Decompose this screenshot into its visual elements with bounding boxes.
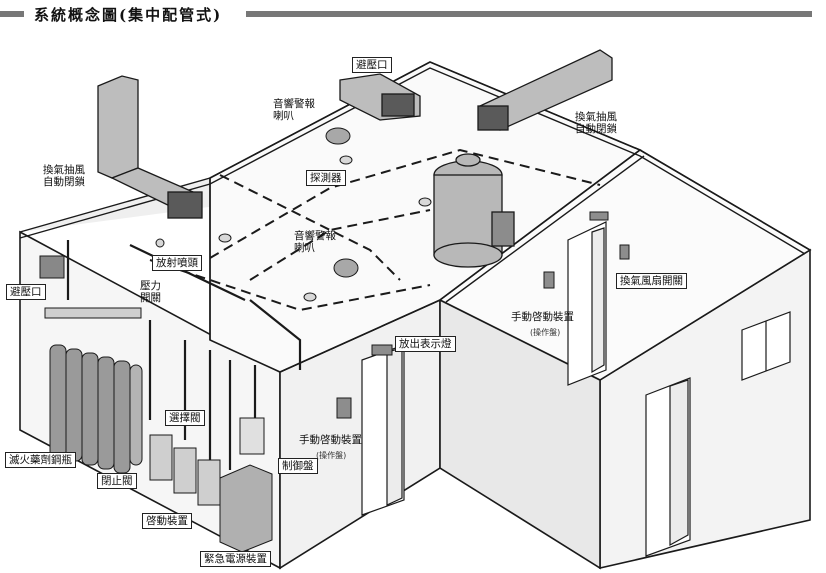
- label-manual-mid: 手動啓動裝置: [299, 434, 362, 446]
- doors: [361, 221, 691, 557]
- label-power-supply: 緊急電源裝置: [200, 551, 271, 567]
- label-nozzle: 放射噴頭: [152, 255, 202, 271]
- control-panel: [239, 417, 265, 455]
- label-manual-mid-sub: (操作盤): [316, 451, 347, 460]
- switch-boxes: [336, 211, 630, 419]
- ceiling-pipe-dashed: [149, 148, 601, 312]
- label-vent-left: 避壓口: [6, 284, 46, 300]
- label-exhaust-left: 換氣抽風 自動閉鎖: [43, 164, 85, 188]
- diagram-title: 系統概念圖(集中配管式): [28, 4, 229, 25]
- wall-tops: [19, 61, 811, 381]
- emergency-power-unit: [219, 464, 273, 553]
- label-manual-right: 手動啓動裝置: [511, 311, 574, 323]
- label-cylinder: 滅火藥劑鋼瓶: [5, 452, 76, 468]
- label-selector-valve: 選擇閥: [165, 410, 205, 426]
- label-shutoff-valve: 閉止閥: [97, 473, 137, 489]
- label-speaker-top: 音響警報 喇叭: [273, 98, 315, 122]
- label-fan-switch: 換氣風扇開關: [616, 273, 687, 289]
- label-vent-top: 避壓口: [352, 57, 392, 73]
- duct-right: [477, 49, 613, 131]
- agent-tank: [433, 153, 515, 268]
- window: [741, 311, 791, 381]
- label-pressure-switch: 壓力 開關: [140, 280, 161, 304]
- label-control-panel: 制御盤: [278, 458, 318, 474]
- label-discharge-lamp: 放出表示燈: [395, 336, 456, 352]
- gas-cylinders: [44, 307, 143, 474]
- label-detector: 探測器: [306, 170, 346, 186]
- duct-top: [339, 73, 421, 121]
- starter-units: [149, 434, 221, 506]
- ceiling-devices: [155, 155, 432, 302]
- duct-left: [97, 75, 203, 219]
- vent-left: [39, 255, 65, 279]
- title-bar-left: [0, 11, 24, 17]
- label-manual-right-sub: (操作盤): [530, 328, 561, 337]
- speaker-horns: [325, 127, 359, 278]
- label-starter: 啓動裝置: [142, 513, 192, 529]
- label-speaker-mid: 音響警報 喇叭: [294, 230, 336, 254]
- title-bar-right: [246, 11, 812, 17]
- label-exhaust-right: 換氣抽風 自動閉鎖: [575, 111, 617, 135]
